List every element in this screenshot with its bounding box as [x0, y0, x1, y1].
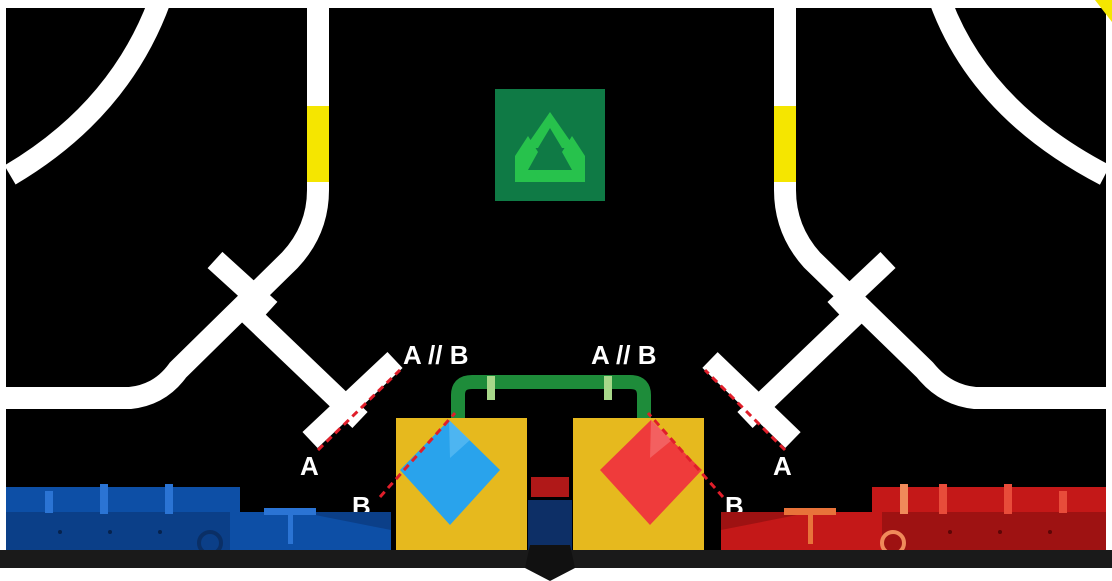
label-right-a: A: [773, 451, 792, 481]
label-right-ab: A // B: [591, 340, 656, 370]
bridge-clip-right: [604, 376, 612, 400]
right-border: [1106, 0, 1112, 581]
left-border: [0, 0, 6, 581]
right-yellow-marker: [774, 106, 796, 182]
recycle-tile: [495, 89, 605, 201]
label-left-ab: A // B: [403, 340, 468, 370]
left-yellow-marker: [307, 106, 329, 182]
center-slot: [531, 477, 569, 497]
bridge-clip-left: [487, 376, 495, 400]
label-left-a: A: [300, 451, 319, 481]
